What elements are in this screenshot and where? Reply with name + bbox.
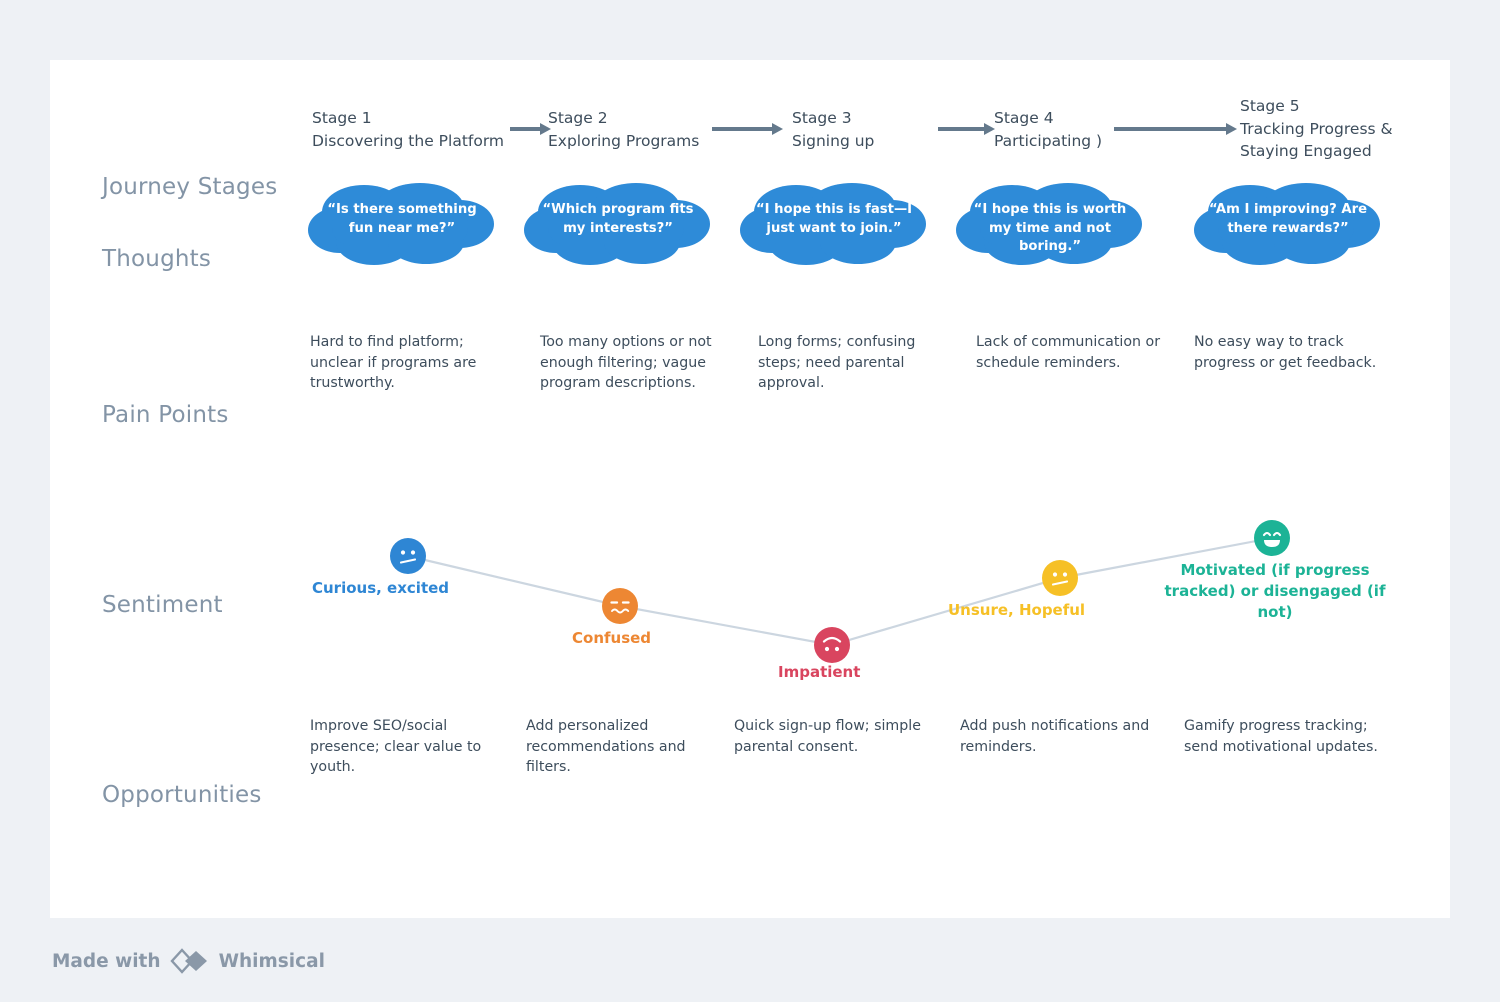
cloud-shape-icon [1194, 183, 1380, 265]
upside-down-frowning-face-icon [822, 636, 842, 652]
sentiment-label-unsure: Unsure, Hopeful [948, 601, 1086, 619]
thought-cloud-3: “I hope this is fast—I just want to join… [734, 182, 934, 274]
thought-cloud-4: “I hope this is worth my time and not bo… [950, 182, 1150, 274]
opportunity-1: Improve SEO/social presence; clear value… [310, 718, 482, 775]
sentiment-face-motivated [1254, 520, 1290, 556]
thought-text-5: “Am I improving? Are there rewards?” [1208, 202, 1368, 236]
row-label-sentiment: Sentiment [102, 592, 223, 618]
thought-text-1: “Is there something fun near me?” [327, 202, 477, 236]
footer-made-with-label: Made with [52, 950, 161, 972]
opportunity-3: Quick sign-up flow; simple parental cons… [734, 718, 921, 755]
pain-point-4: Lack of communication or schedule remind… [976, 334, 1161, 371]
pain-point-5: No easy way to track progress or get fee… [1194, 334, 1377, 371]
stage-arrow-4-to-5 [1114, 123, 1237, 135]
row-label-pain-points: Pain Points [102, 402, 229, 428]
stage-header-3: Stage 3 Signing up [792, 107, 1007, 152]
footer-brand-label: Whimsical [218, 950, 325, 972]
sentiment-trend-line [407, 536, 1273, 647]
thought-text-2: “Which program fits my interests?” [542, 202, 694, 236]
stage-number-3: Stage 3 [792, 109, 852, 127]
stage-number-1: Stage 1 [312, 109, 372, 127]
pain-point-2: Too many options or not enough filtering… [540, 334, 712, 391]
sentiment-face-confused [602, 588, 638, 624]
sentiment-label-motivated: Motivated (if progress tracked) or disen… [1164, 561, 1386, 621]
thought-cloud-5: “Am I improving? Are there rewards?” [1188, 182, 1388, 274]
opportunity-2: Add personalized recommendations and fil… [526, 718, 686, 775]
cloud-shape-icon [740, 183, 926, 265]
sentiment-label-impatient: Impatient [778, 663, 861, 681]
stage-name-4: Participating ) [994, 131, 1103, 150]
stage-number-4: Stage 4 [994, 109, 1054, 127]
stage-header-5: Stage 5 Tracking Progress & Staying Enga… [1240, 95, 1410, 163]
sentiment-label-confused: Confused [572, 629, 652, 647]
stage-arrow-3-to-4 [938, 123, 995, 135]
sentiment-face-unsure [1042, 560, 1078, 596]
stage-arrow-1-to-2 [510, 123, 551, 135]
neutral-slight-frown-face-icon [399, 550, 417, 564]
stage-name-3: Signing up [792, 131, 875, 150]
row-label-opportunities: Opportunities [102, 782, 262, 808]
confused-wavy-mouth-face-icon [610, 601, 630, 614]
stage-arrow-2-to-3 [712, 123, 783, 135]
stage-name-2: Exploring Programs [548, 131, 700, 150]
stage-header-1: Stage 1 Discovering the Platform [312, 107, 527, 152]
stage-header-2: Stage 2 Exploring Programs [548, 107, 763, 152]
cloud-shape-icon [956, 183, 1142, 265]
row-label-thoughts: Thoughts [102, 246, 212, 272]
stage-number-5: Stage 5 [1240, 97, 1300, 115]
cloud-shape-icon [524, 183, 710, 265]
thought-text-4: “I hope this is worth my time and not bo… [973, 202, 1127, 254]
stage-header-4: Stage 4 Participating ) [994, 107, 1209, 152]
thought-text-3: “I hope this is fast—I just want to join… [755, 202, 913, 236]
stage-name-1: Discovering the Platform [312, 131, 505, 150]
grinning-smiling-eyes-face-icon [1262, 531, 1282, 547]
thought-cloud-2: “Which program fits my interests?” [518, 182, 718, 274]
pain-point-1: Hard to find platform; unclear if progra… [310, 334, 477, 391]
cloud-shape-icon [308, 183, 494, 265]
opportunity-5: Gamify progress tracking; send motivatio… [1184, 718, 1378, 755]
thought-cloud-1: “Is there something fun near me?” [302, 182, 502, 274]
neutral-slight-frown-face-icon [1051, 572, 1069, 586]
stage-number-2: Stage 2 [548, 109, 608, 127]
opportunity-4: Add push notifications and reminders. [960, 718, 1150, 755]
row-label-journey-stages: Journey Stages [102, 174, 278, 200]
sentiment-face-impatient [814, 627, 850, 663]
journey-map-canvas: Journey Stages Thoughts Pain Points Sent… [50, 60, 1450, 918]
pain-point-3: Long forms; confusing steps; need parent… [758, 334, 916, 391]
sentiment-face-curious [390, 538, 426, 574]
footer-branding: Made with Whimsical [52, 948, 325, 974]
stage-name-5: Tracking Progress & Staying Engaged [1240, 119, 1393, 161]
sentiment-label-curious: Curious, excited [312, 579, 450, 597]
whimsical-logo-icon [169, 948, 207, 974]
